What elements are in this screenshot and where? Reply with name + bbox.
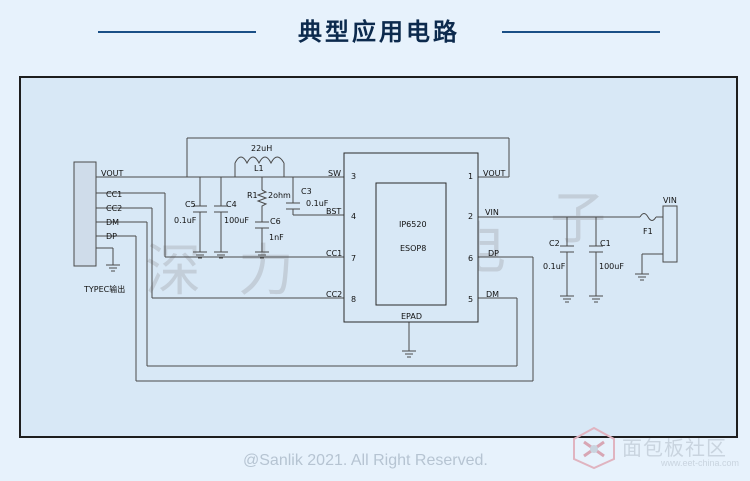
c3-value: 0.1uF <box>306 199 329 208</box>
ground-icon <box>193 251 207 259</box>
watermark-logo-icon <box>573 426 615 470</box>
title-bar: 典型应用电路 <box>0 0 750 64</box>
ground-icon <box>255 251 269 259</box>
pin-cc1-num: 7 <box>351 254 356 263</box>
watermark-site-url: www.eet-china.com <box>661 458 740 468</box>
pin-dm-num: 5 <box>468 295 473 304</box>
fuse-ref: F1 <box>643 227 653 236</box>
pin-dp-num: 6 <box>468 254 473 263</box>
c6-value: 1nF <box>269 233 284 242</box>
pin-sw-num: 3 <box>351 172 356 181</box>
r1-value: 2ohm <box>268 191 291 200</box>
vin-label: VIN <box>663 196 677 205</box>
connector-pin-cc1: CC1 <box>106 190 122 199</box>
resistor-r1 <box>256 189 268 209</box>
ground-icon <box>214 251 228 259</box>
pin-bst-num: 4 <box>351 212 356 221</box>
typec-connector <box>73 161 97 267</box>
ic-epad <box>375 182 447 306</box>
pin-vout-name: VOUT <box>483 169 505 178</box>
ic-name: IP6520 <box>399 220 427 229</box>
pin-vin-num: 2 <box>468 212 473 221</box>
ic-package: ESOP8 <box>400 244 426 253</box>
pin-dm-name: DM <box>486 290 499 299</box>
connector-pin-cc2: CC2 <box>106 204 122 213</box>
c5-value: 0.1uF <box>174 216 197 225</box>
watermark-char: 力 <box>238 239 294 304</box>
connector-label: TYPEC输出 <box>83 284 125 294</box>
copyright-footer: @Sanlik 2021. All Right Reserved. <box>243 452 488 469</box>
pin-cc2-num: 8 <box>351 295 356 304</box>
c1-value: 100uF <box>599 262 624 271</box>
pin-vout-num: 1 <box>468 172 473 181</box>
c4-ref: C4 <box>226 200 237 209</box>
ic-pad-label: EPAD <box>401 312 422 321</box>
connector-pin-dp: DP <box>106 232 117 241</box>
c1-ref: C1 <box>600 239 611 248</box>
connector-pin-dm: DM <box>106 218 119 227</box>
title-divider-left <box>98 31 256 33</box>
pin-bst-name: BST <box>326 207 341 216</box>
ground-icon <box>560 295 574 303</box>
ground-icon <box>106 264 120 272</box>
pin-dp-name: DP <box>488 249 499 258</box>
c2-ref: C2 <box>549 239 560 248</box>
pin-sw-name: SW <box>328 169 341 178</box>
ground-icon <box>589 295 603 303</box>
c5-ref: C5 <box>185 200 196 209</box>
c2-value: 0.1uF <box>543 262 566 271</box>
inductor-ref: L1 <box>254 164 264 173</box>
ground-icon <box>635 273 649 281</box>
pin-cc2-name: CC2 <box>326 290 342 299</box>
watermark-char: 子 <box>550 187 606 252</box>
r1-ref: R1 <box>247 191 258 200</box>
pin-vin-name: VIN <box>485 208 499 217</box>
ground-symbols <box>106 251 649 358</box>
title-divider-right <box>502 31 660 33</box>
c6-ref: C6 <box>270 217 281 226</box>
fuse-f1 <box>639 213 657 221</box>
c3-ref: C3 <box>301 187 312 196</box>
page-title: 典型应用电路 <box>298 18 460 46</box>
c4-value: 100uF <box>224 216 249 225</box>
inductor-value: 22uH <box>251 144 272 153</box>
watermark-site-text: 面包板社区 <box>622 436 727 460</box>
wires <box>73 137 678 382</box>
ground-icon <box>402 350 416 358</box>
pin-cc1-name: CC1 <box>326 249 342 258</box>
watermark-char: 深 <box>145 239 201 304</box>
connector-pin-vout: VOUT <box>101 169 123 178</box>
inductor-l1 <box>234 156 285 165</box>
